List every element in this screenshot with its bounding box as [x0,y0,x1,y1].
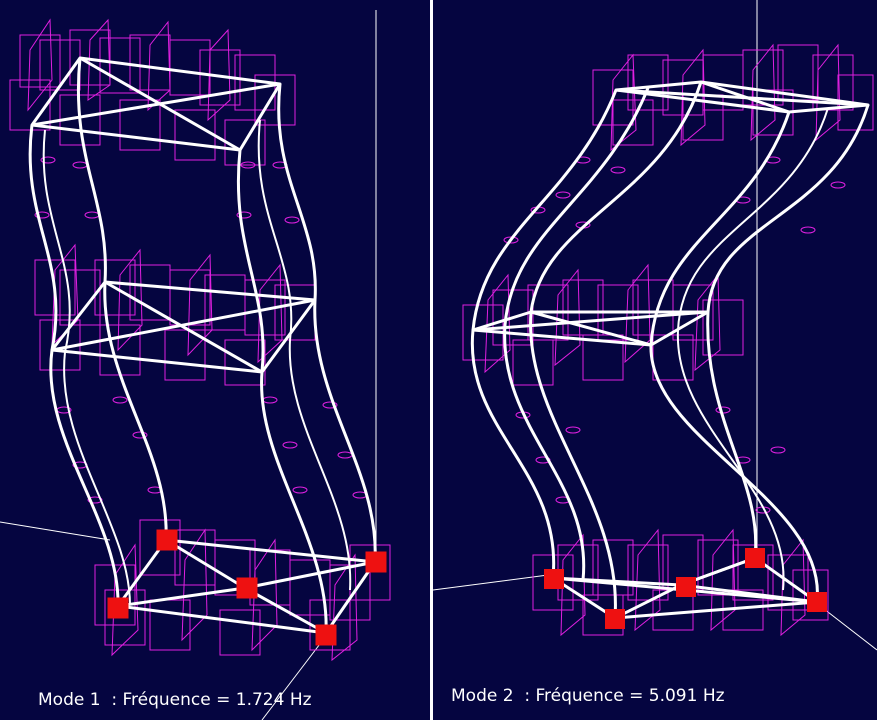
section-planes [462,43,874,637]
mode-1-deformed-shape [0,10,391,720]
support-square-icon [365,551,387,573]
support-square-icon [107,597,129,619]
global-axis-x [0,521,111,541]
support-square-icon [807,592,827,612]
support-square-icon [236,577,258,599]
support-square-icon [605,609,625,629]
mode-2-deformed-shape [433,0,877,651]
mode-1-viewport[interactable]: Mode 1 : Fréquence = 1.724 Hz [0,0,430,720]
supports [544,548,827,629]
mode-1-caption: Mode 1 : Fréquence = 1.724 Hz [38,690,312,710]
mode-2-caption: Mode 2 : Fréquence = 5.091 Hz [451,686,725,706]
mode-2-viewport[interactable]: Mode 2 : Fréquence = 5.091 Hz [433,0,877,720]
supports [107,529,387,646]
frame-members [28,56,377,635]
member-section-markers [34,156,368,504]
support-square-icon [745,548,765,568]
support-square-icon [315,624,337,646]
support-square-icon [544,569,564,589]
support-square-icon [676,577,696,597]
global-axis-x [433,574,549,591]
support-square-icon [156,529,178,551]
frame-members [470,80,870,620]
viewport-divider [430,0,433,720]
